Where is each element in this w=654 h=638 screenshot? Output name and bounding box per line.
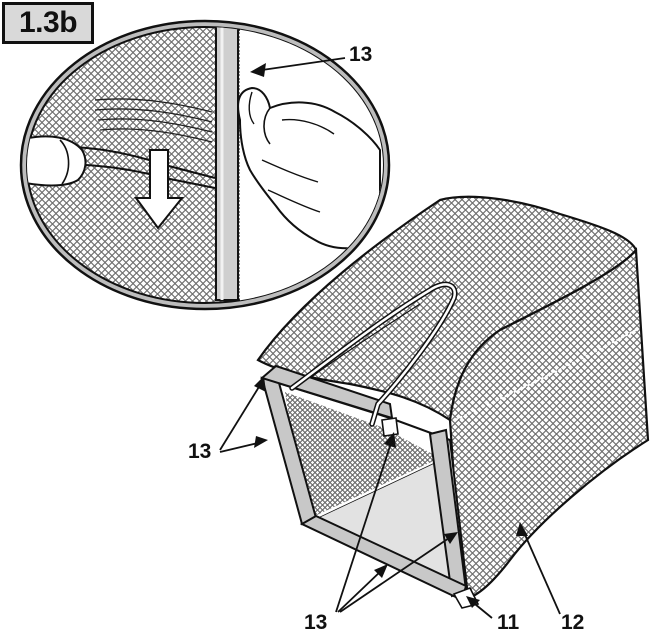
inset-frame-rail — [215, 27, 239, 301]
frame-rail-bottom — [299, 514, 468, 602]
grass-bag — [256, 195, 650, 609]
leader-lines — [219, 376, 561, 619]
callout-bag-side: 12 — [561, 611, 585, 634]
bag-side-panel — [448, 247, 650, 602]
callout-inset-rail: 13 — [349, 43, 373, 66]
frame-rail-top — [259, 364, 394, 420]
callout-bottom-rails: 13 — [304, 611, 328, 634]
step-badge: 1.3b — [2, 2, 94, 44]
callout-left-rail: 13 — [188, 440, 212, 463]
step-label: 1.3b — [18, 6, 78, 39]
inset-detail — [19, 19, 391, 311]
push-down-arrow-icon — [134, 149, 185, 230]
inset-leader-line — [261, 57, 346, 71]
callout-bottom-flap: 11 — [497, 611, 520, 634]
screwdriver — [27, 135, 87, 187]
